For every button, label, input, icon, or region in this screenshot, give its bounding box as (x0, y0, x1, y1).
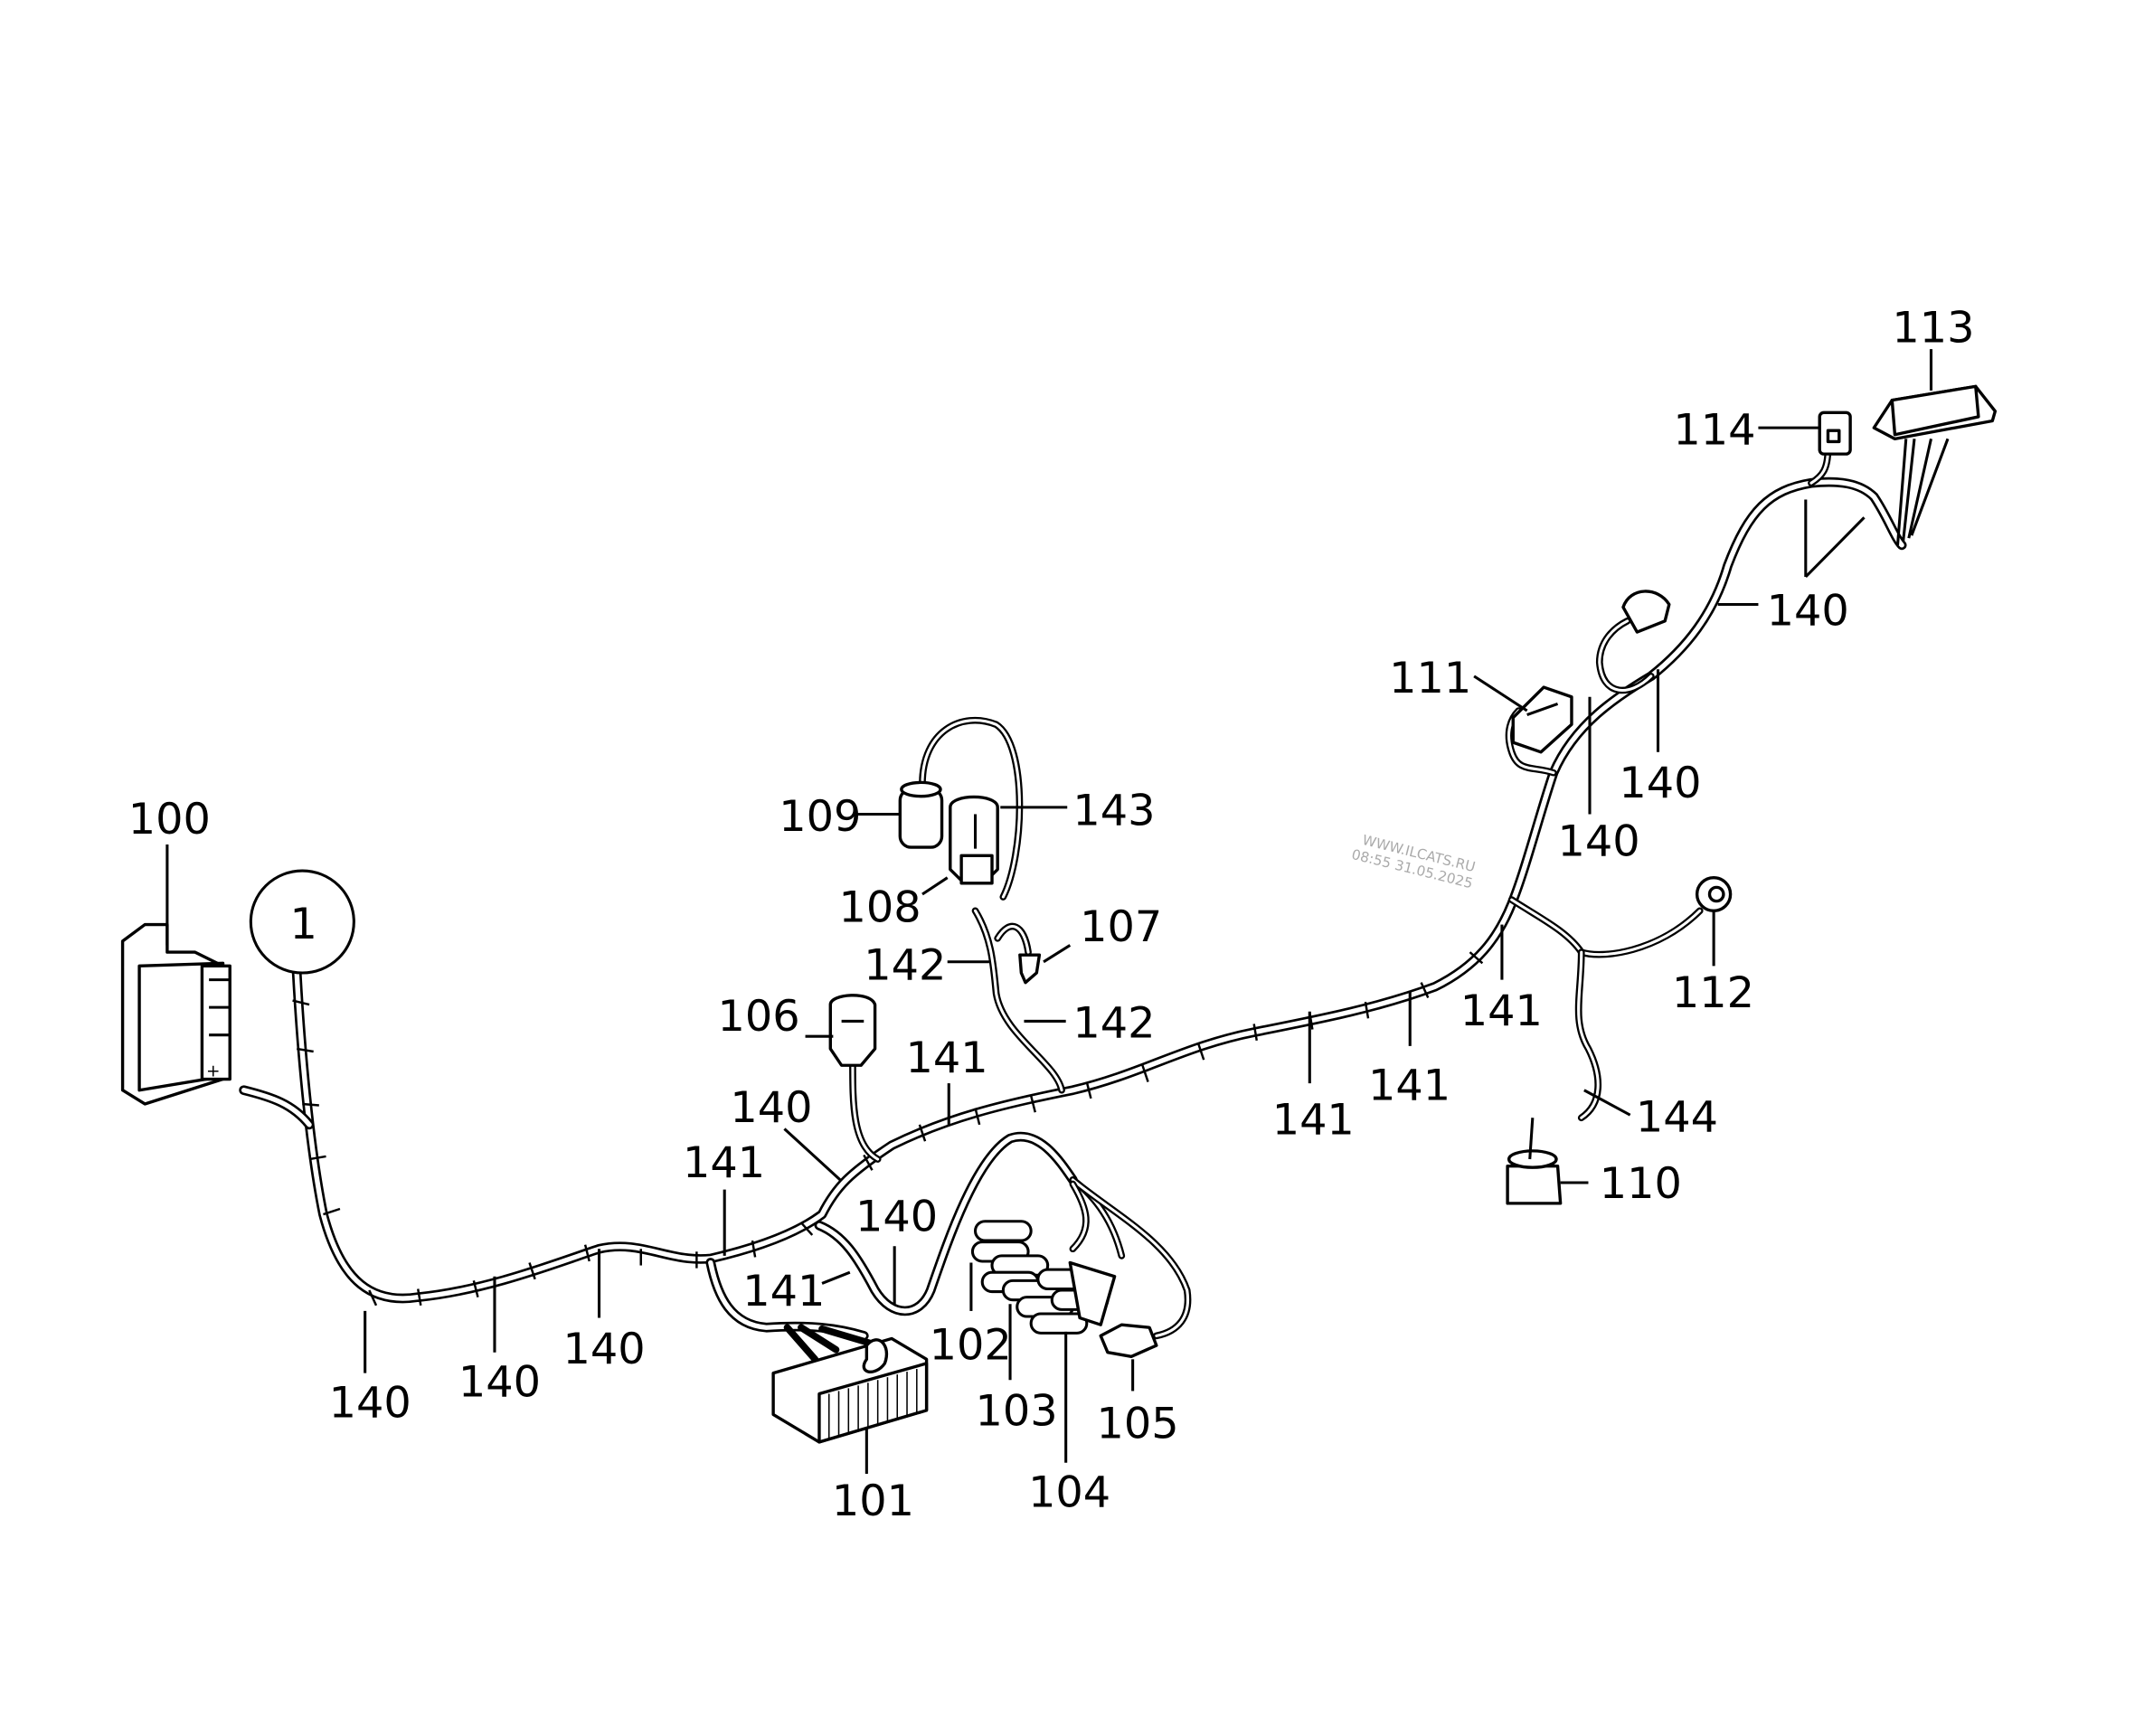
harness-segment-marks (292, 951, 1484, 1307)
label-109[interactable]: 109 (779, 792, 861, 842)
part-113-control-unit[interactable] (1872, 384, 1998, 441)
svg-text:+: + (206, 1062, 220, 1081)
part-114-connector[interactable] (1818, 410, 1852, 456)
label-140-g[interactable]: 140 (458, 1358, 541, 1408)
label-143[interactable]: 143 (1072, 787, 1155, 836)
label-108[interactable]: 108 (839, 883, 921, 933)
label-114[interactable]: 114 (1673, 406, 1755, 456)
label-140-f[interactable]: 140 (329, 1379, 411, 1429)
label-100[interactable]: 100 (128, 795, 211, 844)
label-144[interactable]: 144 (1636, 1093, 1718, 1143)
label-140-c[interactable]: 140 (1558, 816, 1640, 866)
detail-marker-label: 1 (289, 900, 316, 949)
part-112-ring-terminal[interactable] (1695, 876, 1733, 912)
main-harness (239, 438, 1950, 1363)
connector-near-111[interactable] (1621, 590, 1671, 634)
label-102[interactable]: 102 (930, 1321, 1012, 1371)
label-104[interactable]: 104 (1028, 1468, 1110, 1518)
part-102-103-104-terminals[interactable] (970, 1220, 1117, 1335)
label-141-a[interactable]: 141 (1460, 986, 1543, 1036)
label-142-a[interactable]: 142 (864, 941, 946, 991)
label-111[interactable]: 111 (1389, 654, 1471, 703)
label-141-c[interactable]: 141 (1272, 1096, 1355, 1146)
part-labels: 100 101 102 103 104 105 106 107 108 109 … (128, 304, 1975, 1526)
part-107-sensor[interactable] (1018, 953, 1042, 985)
part-100-control-unit-connector[interactable]: + (120, 922, 231, 1106)
label-110[interactable]: 110 (1600, 1159, 1682, 1209)
label-140-h[interactable]: 140 (562, 1325, 645, 1374)
watermark: WWW.ILCATS.RU 08:55 31.05.2025 (1350, 832, 1478, 892)
label-141-f[interactable]: 141 (742, 1267, 825, 1316)
label-106[interactable]: 106 (717, 992, 799, 1042)
label-112[interactable]: 112 (1672, 968, 1754, 1018)
leader-lines (165, 349, 1933, 1475)
detail-marker-1[interactable]: 1 (249, 869, 355, 975)
label-141-b[interactable]: 141 (1368, 1061, 1450, 1111)
part-109-sensor[interactable] (898, 780, 944, 849)
label-142-b[interactable]: 142 (1072, 999, 1155, 1049)
part-106-connector[interactable] (828, 994, 877, 1067)
label-141-e[interactable]: 141 (683, 1138, 765, 1188)
part-110-socket[interactable] (1506, 1118, 1563, 1205)
label-103[interactable]: 103 (976, 1387, 1058, 1437)
label-113[interactable]: 113 (1892, 304, 1974, 354)
label-140-b[interactable]: 140 (1619, 759, 1701, 808)
label-140-d[interactable]: 140 (730, 1083, 812, 1133)
label-141-d[interactable]: 141 (905, 1033, 987, 1083)
label-105[interactable]: 105 (1097, 1400, 1179, 1449)
label-140-e[interactable]: 140 (855, 1193, 938, 1242)
label-140-a[interactable]: 140 (1767, 587, 1849, 637)
part-108-143-connector[interactable] (949, 795, 999, 885)
label-101[interactable]: 101 (832, 1477, 914, 1526)
part-105-connector[interactable] (1099, 1323, 1158, 1358)
part-111-connector[interactable] (1511, 685, 1573, 754)
label-107[interactable]: 107 (1080, 902, 1162, 952)
part-101-connector[interactable] (771, 1336, 929, 1444)
